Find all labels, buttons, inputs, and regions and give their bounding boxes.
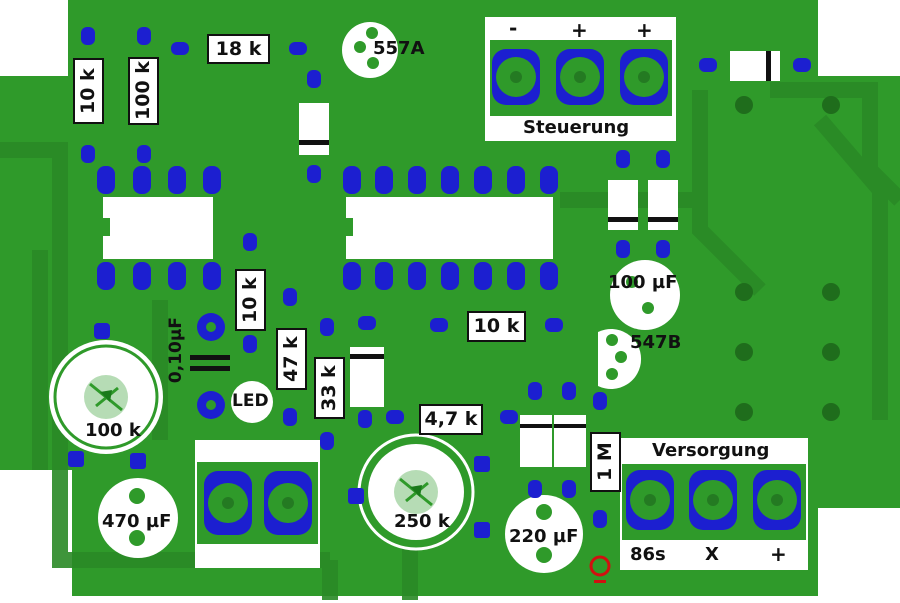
led-footprint [231, 381, 273, 423]
resistor-33k-label: 33 k [314, 357, 345, 419]
resistor-10k-top-label: 10 k [73, 58, 104, 124]
led-label: LED [232, 391, 269, 411]
pot-250k-footprint [357, 433, 475, 551]
diode-pair-bottom [520, 415, 586, 467]
resistor-10k-vert-label: 10 k [235, 269, 266, 331]
output-terminals [204, 471, 312, 535]
steuerung-terminals [492, 49, 668, 105]
resistor-4-7k-label: 4,7 k [419, 404, 483, 435]
versorgung-86s-label: 86s [630, 544, 666, 565]
cap-100uf-label: 100 µF [608, 272, 678, 293]
ic557-footprint [342, 22, 398, 78]
pot-250k-label: 250 k [394, 511, 450, 532]
versorgung-plus-label: + [770, 542, 787, 566]
cap-220uf-footprint [505, 495, 583, 573]
cap-470uf-label: 470 µF [102, 511, 172, 532]
cap-010uf-footprint [190, 313, 230, 419]
resistor-1m-label: 1 M [590, 432, 621, 492]
pot-100k-label: 100 k [85, 420, 141, 441]
cap-100uf-footprint [610, 260, 680, 330]
versorgung-title: Versorgung [652, 440, 770, 461]
test-point-marker [589, 555, 611, 583]
ic-557a-label: 557A [373, 38, 425, 59]
cap-220uf-label: 220 µF [509, 526, 579, 547]
resistor-47k-label: 47 k [276, 328, 307, 390]
ic-center [343, 166, 558, 290]
ic-left [97, 166, 221, 290]
versorgung-terminals [626, 470, 801, 530]
small-pads [68, 27, 811, 538]
cap-470uf-footprint [98, 478, 178, 558]
diode-top-right [730, 51, 780, 81]
resistor-10k-mid-label: 10 k [467, 311, 526, 342]
pcb-holes [735, 96, 840, 421]
steuerung-plus-label-2: + [636, 18, 653, 42]
pot-100k-footprint [49, 340, 163, 454]
steuerung-title: Steuerung [523, 117, 630, 138]
transistor-547b-footprint [598, 329, 642, 389]
transistor-547b-label: 547B [630, 332, 682, 353]
steuerung-plus-label-1: + [571, 18, 588, 42]
steuerung-minus-label: - [509, 16, 518, 40]
diode-pair-right [608, 180, 678, 230]
resistor-18k-label: 18 k [207, 34, 270, 64]
diode-top-center [299, 103, 329, 155]
resistor-100k-label: 100 k [128, 57, 159, 125]
cap-010uf-label: 0,10µF [166, 317, 186, 384]
diode-center [350, 347, 384, 407]
versorgung-x-label: X [705, 544, 719, 565]
